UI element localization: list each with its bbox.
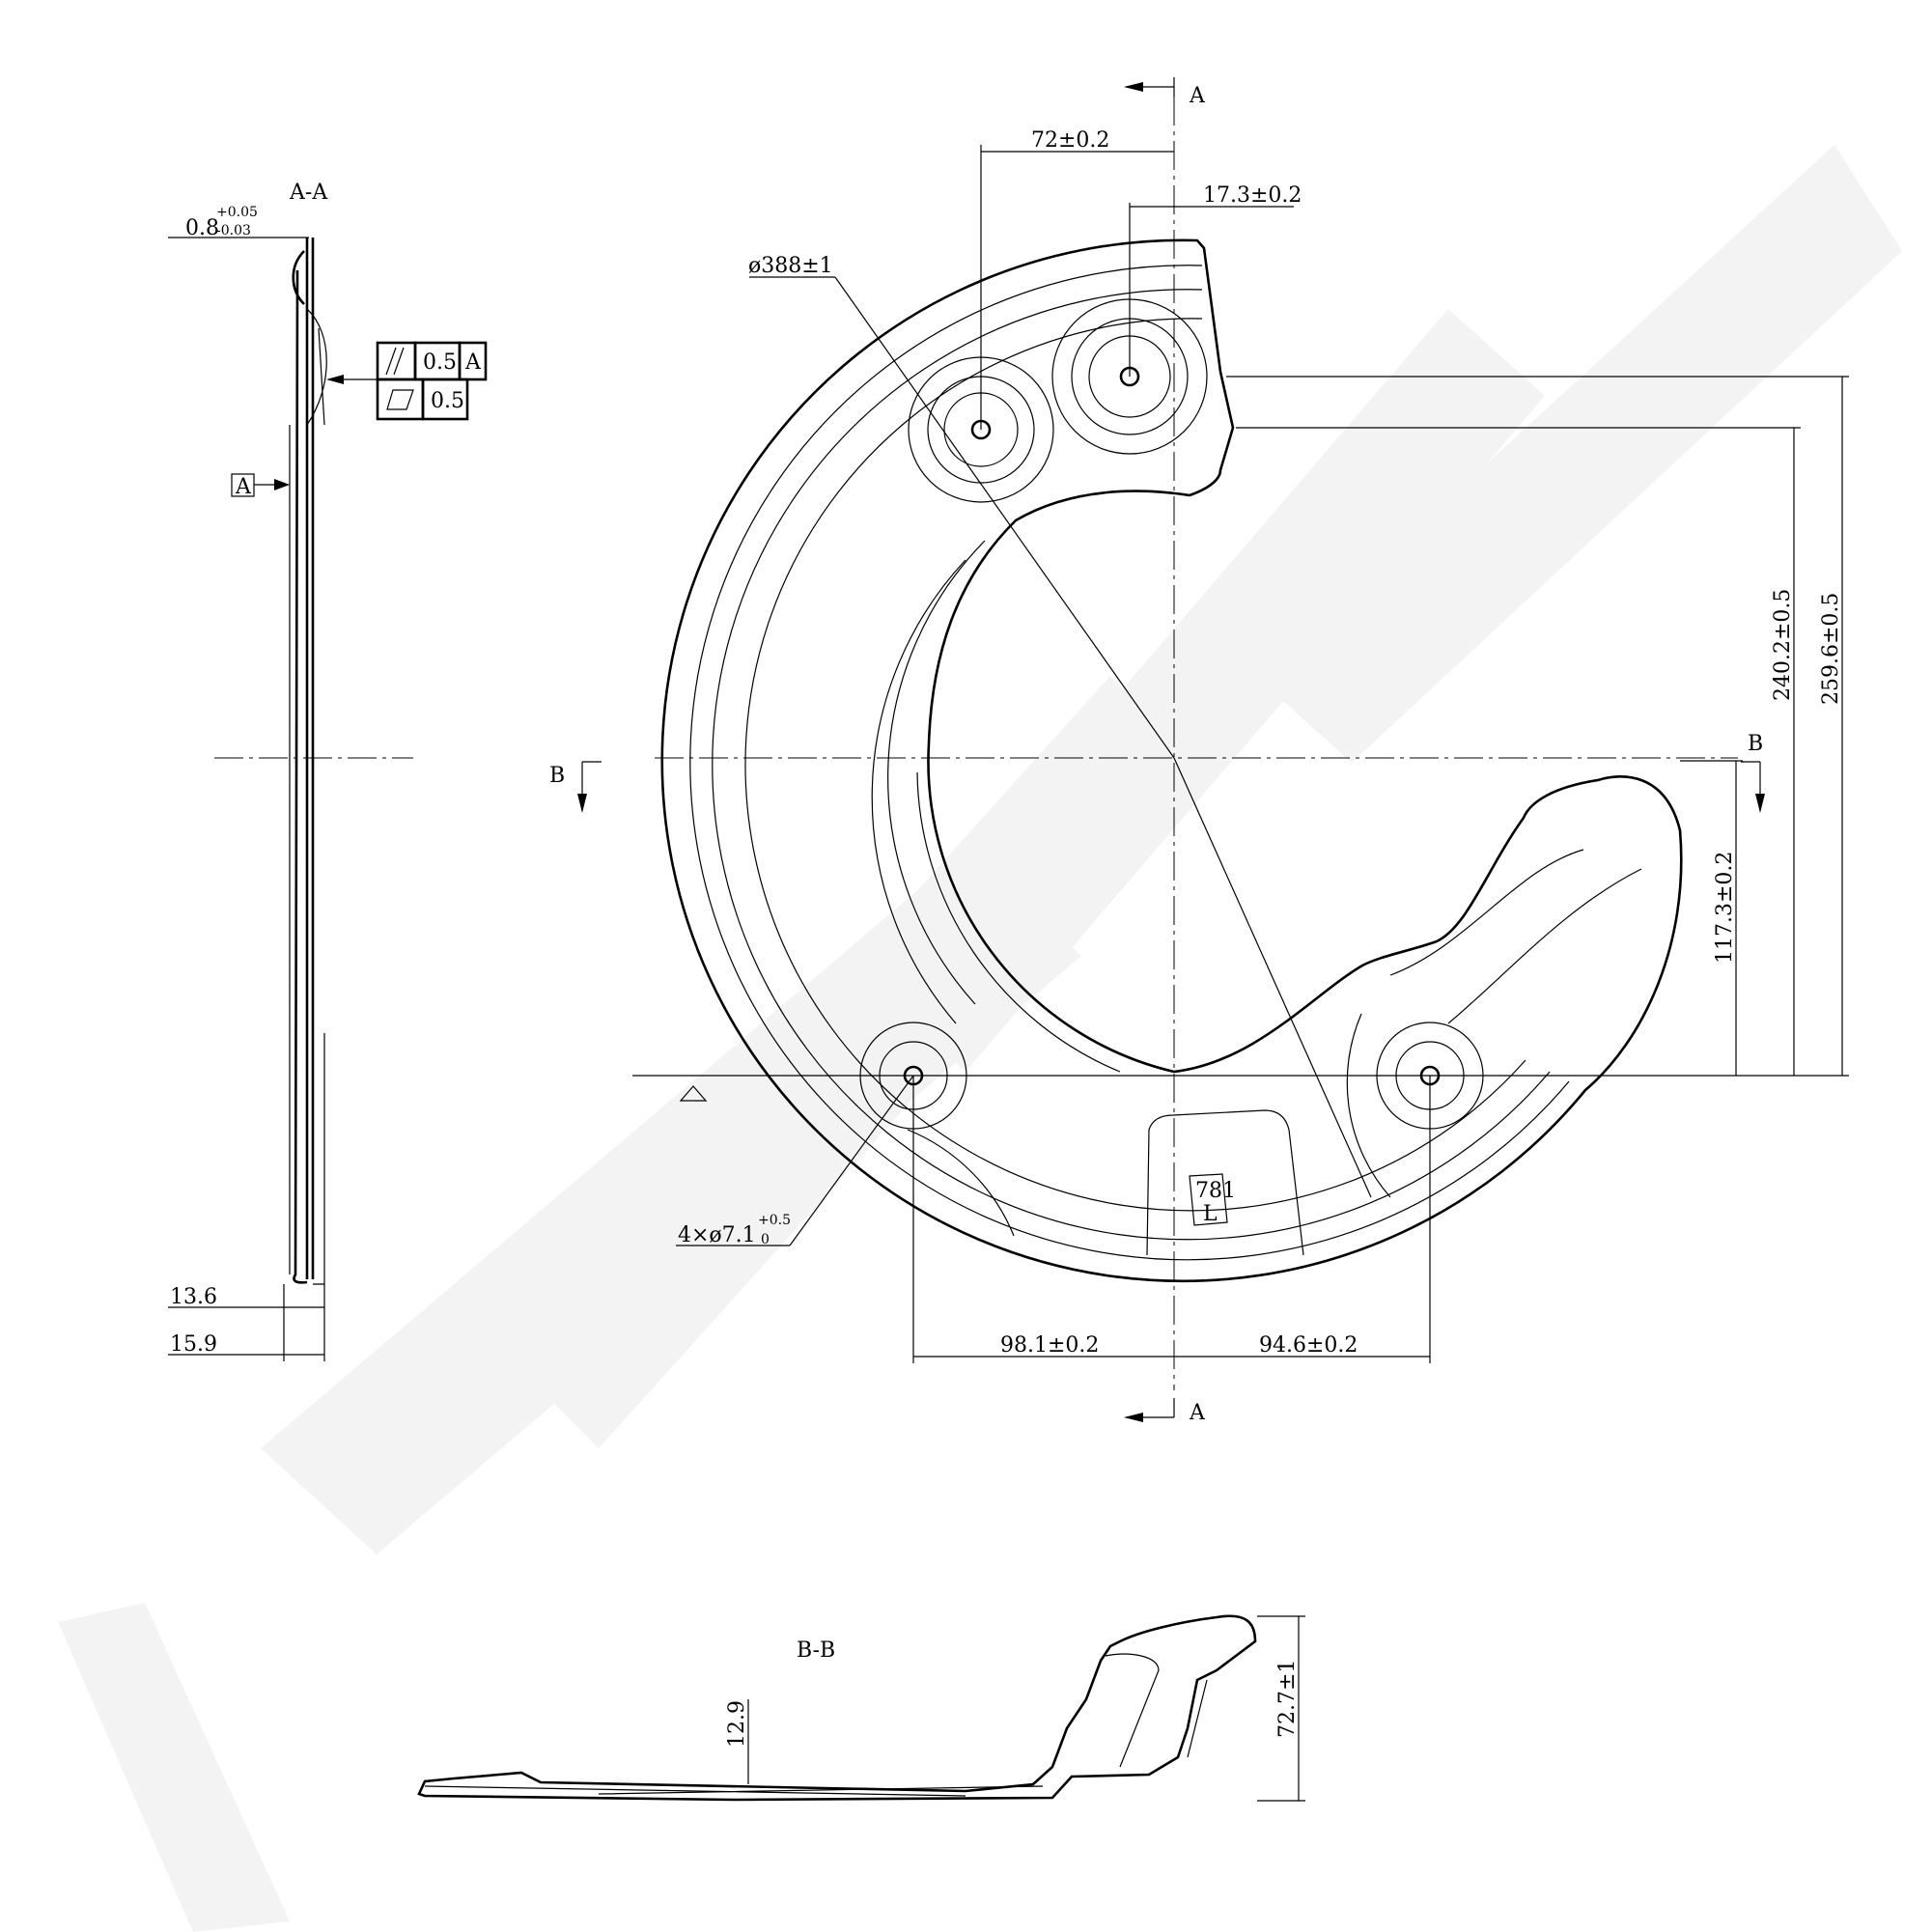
section-aa-view: A-A 0.8 +0.05 -0.03 0.5 A 0.5 A 13.6 15.… xyxy=(168,181,488,1361)
section-a-label: A xyxy=(1189,84,1206,108)
fcf-datum: A xyxy=(464,350,482,375)
dim-text: 259.6±0.5 xyxy=(1819,593,1843,705)
datum-label: A xyxy=(235,475,252,499)
tol-upper: +0.5 xyxy=(758,1213,791,1228)
section-aa-title: A-A xyxy=(289,181,328,205)
dim-text: 12.9 xyxy=(725,1700,749,1748)
section-bb-view: B-B 12.9 72.7±1 xyxy=(417,1614,1305,1802)
section-bb-title: B-B xyxy=(797,1638,835,1663)
thickness-value: 0.8 xyxy=(185,216,219,240)
section-marker-a-bottom: A xyxy=(1124,1398,1206,1425)
dim-text: 17.3±0.2 xyxy=(1203,183,1302,208)
section-marker-b-right: B xyxy=(1741,732,1765,813)
dim-text: ø388±1 xyxy=(748,254,833,278)
section-b-label: B xyxy=(549,764,565,788)
dimension-hole-callout: 4×ø7.1 +0.5 0 xyxy=(676,1075,914,1247)
section-marker-a-top: A xyxy=(1124,77,1206,108)
fcf-value: 0.5 xyxy=(423,350,457,375)
tol-upper: +0.05 xyxy=(216,205,258,220)
dimension-98-1: 98.1±0.2 94.6±0.2 xyxy=(912,1076,1431,1363)
dim-text: 117.3±0.2 xyxy=(1713,852,1737,964)
fcf-value: 0.5 xyxy=(431,389,464,413)
section-marker-b-left: B xyxy=(549,761,602,813)
tol-lower: -0.03 xyxy=(216,223,251,238)
shield-main-view xyxy=(632,97,1738,1390)
dim-text: 4×ø7.1 xyxy=(678,1223,756,1247)
dimension-117-3: 117.3±0.2 xyxy=(1680,760,1743,1076)
tol-lower: 0 xyxy=(761,1232,770,1247)
dimension-17-3: 17.3±0.2 xyxy=(1129,183,1302,377)
dim-text: 98.1±0.2 xyxy=(1000,1333,1099,1358)
stamp-side: L xyxy=(1203,1202,1218,1226)
dim-text: 72.7±1 xyxy=(1275,1660,1300,1738)
feature-control-frame: 0.5 A 0.5 xyxy=(326,341,488,421)
stamp-number: 781 xyxy=(1195,1179,1236,1203)
dimension-72: 72±0.2 xyxy=(980,128,1174,430)
dim-text: 15.9 xyxy=(170,1332,217,1357)
datum-a: A xyxy=(231,473,290,499)
dim-text: 72±0.2 xyxy=(1031,128,1109,153)
dimension-240-2: 240.2±0.5 xyxy=(1236,427,1801,1076)
dimension-259-6: 259.6±0.5 xyxy=(1226,376,1849,1077)
part-stamp: 781 L xyxy=(1189,1173,1236,1226)
section-a-label: A xyxy=(1189,1401,1206,1425)
dim-text: 94.6±0.2 xyxy=(1259,1333,1358,1358)
dim-text: 13.6 xyxy=(170,1285,217,1309)
dimension-diameter: ø388±1 xyxy=(748,254,1372,1198)
watermark-logo xyxy=(58,145,1902,1932)
dim-text: 240.2±0.5 xyxy=(1771,589,1795,701)
section-b-label: B xyxy=(1748,732,1763,756)
